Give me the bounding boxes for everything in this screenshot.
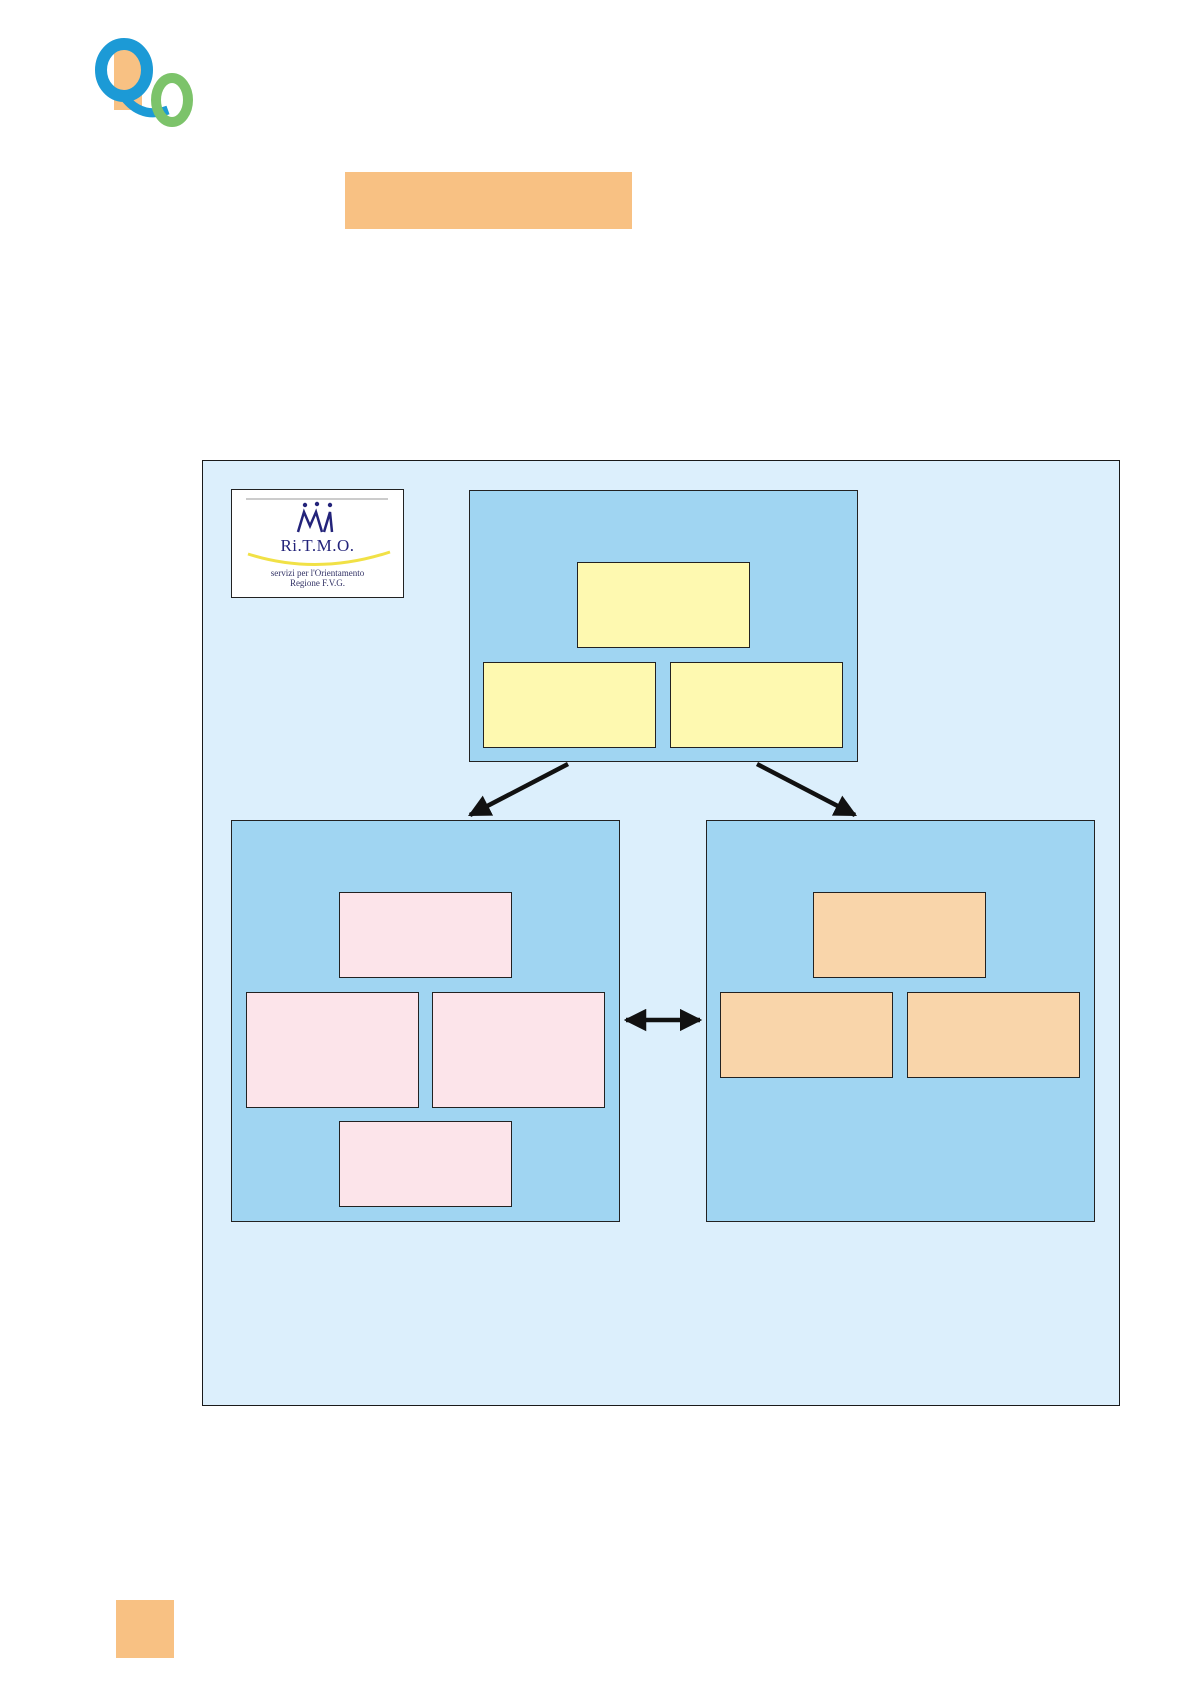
right-panel-box — [720, 992, 893, 1078]
right-panel-box — [907, 992, 1080, 1078]
left-panel-box — [246, 992, 419, 1108]
right-panel-box — [813, 892, 986, 978]
top-panel-box — [577, 562, 750, 648]
left-panel-box — [432, 992, 605, 1108]
ritmo-subtitle-line1: servizi per l'Orientamento — [270, 568, 365, 578]
page-number-tab — [116, 1600, 174, 1658]
ritmo-subtitle: servizi per l'Orientamento Regione F.V.G… — [232, 568, 403, 588]
logo-o-ring — [151, 73, 193, 127]
ritmo-name: Ri.T.M.O. — [280, 536, 355, 555]
title-bar — [345, 172, 632, 229]
left-panel-box — [339, 892, 512, 978]
top-panel-box — [670, 662, 843, 748]
left-panel-box — [339, 1121, 512, 1207]
ritmo-subtitle-line2: Regione F.V.G. — [289, 578, 346, 588]
ritmo-logo: Ri.T.M.O. servizi per l'Orientamento Reg… — [231, 489, 404, 598]
qo-logo-icon — [95, 38, 193, 127]
ritmo-figure-icon — [246, 498, 391, 567]
top-panel-box — [483, 662, 656, 748]
